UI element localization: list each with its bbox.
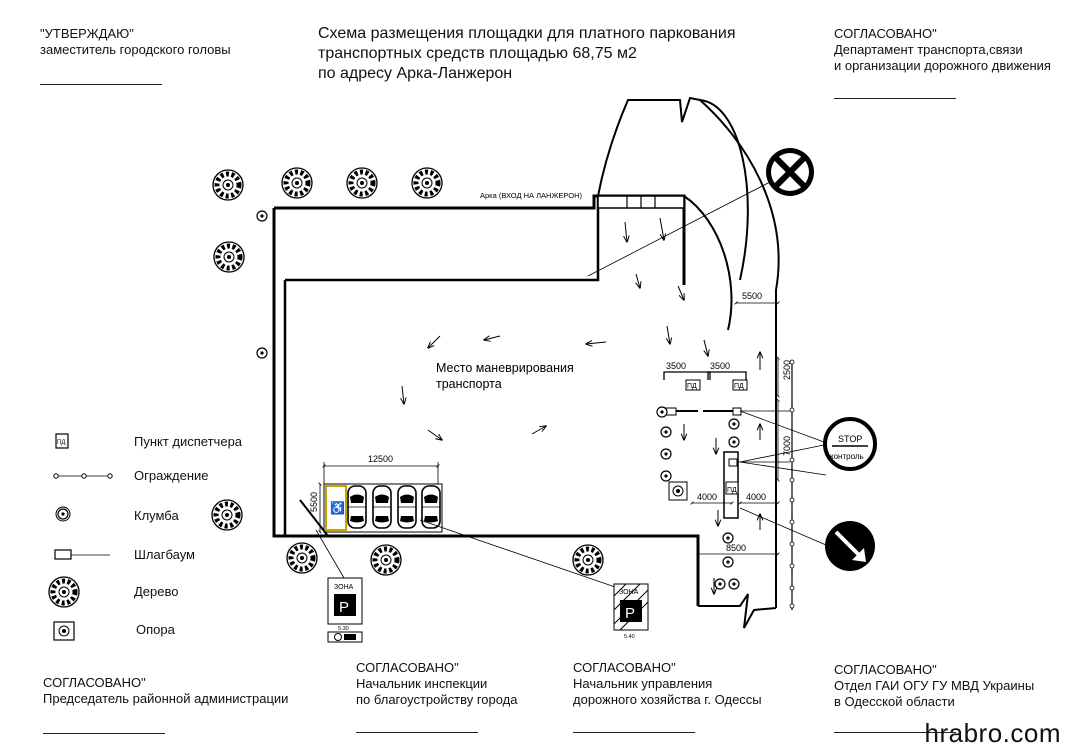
arch-label: Арка (ВХОД НА ЛАНЖЕРОН) [480, 191, 582, 200]
fence-icon [53, 473, 113, 479]
legend-label: Клумба [134, 508, 179, 523]
approval-block-bottom-1: СОГЛАСОВАНО" Председатель районной админ… [43, 675, 288, 734]
legend-item-flowerbed: Клумба [134, 508, 179, 524]
dim-12500: 12500 [368, 454, 393, 464]
dim-3500-a: 3500 [666, 361, 686, 371]
signature-line [43, 719, 165, 734]
dim-3500-b: 3500 [710, 361, 730, 371]
approval-position-2: дорожного хозяйства г. Одессы [573, 692, 762, 707]
site-inner-wall [283, 196, 600, 536]
approval-heading: СОГЛАСОВАНО" [43, 675, 146, 690]
booth-pd-a: ПД [687, 383, 697, 390]
legend-item-pillar: Опора [136, 622, 175, 638]
tree-icon [49, 577, 79, 607]
stop-sign-sub: контроль [830, 452, 864, 461]
approval-block-top-left: "УТВЕРЖДАЮ" заместитель городского голов… [40, 26, 231, 85]
fence-posts [789, 359, 795, 609]
signature-line [834, 718, 956, 733]
approval-block-bottom-4: СОГЛАСОВАНО" Отдел ГАИ ОГУ ГУ МВД Украин… [834, 662, 1034, 733]
dim-8500: 8500 [726, 543, 746, 553]
legend-label: Ограждение [134, 468, 209, 483]
approval-position: Председатель районной администрации [43, 691, 289, 706]
booth-pd-b: ПД [734, 383, 744, 390]
title-line-3: по адресу Арка-Ланжерон [318, 65, 513, 82]
approval-position-2: в Одесской области [834, 694, 955, 709]
legend-item-fence: Ограждение [134, 468, 209, 484]
legend-label: Дерево [134, 584, 179, 599]
legend-label: Опора [136, 622, 175, 637]
zone-sign-1-title: ЗОНА [334, 584, 354, 591]
watermark: hrabro.com [924, 718, 1061, 748]
zone-sign-1-letter: P [339, 599, 349, 616]
legend-label: Пункт диспетчера [134, 434, 243, 449]
road-edge-right [699, 99, 780, 608]
zone-parking-sign-2 [613, 583, 649, 631]
approval-heading: "УТВЕРЖДАЮ" [40, 26, 134, 41]
dim-5500-road: 5500 [742, 291, 762, 301]
no-stopping-sign-icon [766, 148, 814, 196]
approval-heading: СОГЛАСОВАНО" [356, 660, 459, 675]
dispatcher-booth-icon [55, 433, 69, 449]
approval-heading: СОГЛАСОВАНО" [834, 662, 937, 677]
maneuver-label-1: Место маневрирования [436, 361, 574, 375]
zone-sign-2-title: ЗОНА [619, 589, 639, 596]
page-title: Схема размещения площадки для платного п… [318, 24, 736, 84]
legend-item-barrier: Шлагбаум [134, 547, 195, 563]
approval-position: Начальник управления [573, 676, 713, 691]
dim-2500: 2500 [782, 360, 792, 380]
approval-position-2: и организации дорожного движения [834, 58, 1051, 73]
dim-5500-left: 5500 [309, 492, 319, 512]
booth-label: ПД [727, 487, 737, 494]
barrier-icon [54, 549, 110, 560]
title-line-1: Схема размещения площадки для платного п… [318, 25, 736, 42]
approval-position: Департамент транспорта,связи [834, 42, 1023, 57]
stop-control-sign-icon [823, 417, 877, 471]
dim-7000: 7000 [782, 436, 792, 456]
approval-heading: СОГЛАСОВАНО" [573, 660, 676, 675]
zone-sign-1-sub: 5.30 [338, 626, 349, 632]
flowerbed-icon [55, 506, 71, 522]
signature-line [834, 84, 956, 99]
approval-position: Начальник инспекции [356, 676, 488, 691]
approval-heading: СОГЛАСОВАНО" [834, 26, 937, 41]
legend-booth-text: ПД [57, 440, 65, 446]
maneuver-label-2: транспорта [436, 377, 502, 391]
pillar-icon [53, 621, 75, 641]
legend-label: Шлагбаум [134, 547, 195, 562]
legend-item-tree: Дерево [134, 584, 178, 600]
leader-lines [315, 181, 827, 589]
road-bottom-break [698, 593, 777, 629]
approval-position: Отдел ГАИ ОГУ ГУ МВД Украины [834, 678, 1035, 693]
road-curve-inner [683, 195, 733, 331]
approval-position: заместитель городского головы [40, 42, 231, 57]
parking-edge [299, 499, 329, 537]
legend-icons: ПД [49, 433, 113, 641]
traffic-arrows [402, 217, 760, 594]
svg-text:♿: ♿ [330, 501, 345, 515]
dim-4000-b: 4000 [746, 492, 766, 502]
zone-sign-2-letter: P [625, 605, 635, 622]
signature-line [356, 718, 478, 733]
site-outer-wall [272, 194, 700, 606]
zone-sign-2-sub: 5.40 [624, 634, 635, 640]
stop-sign-word: STOP [838, 434, 862, 444]
direction-sign-icon [825, 521, 875, 571]
approval-block-top-right: СОГЛАСОВАНО" Департамент транспорта,связ… [834, 26, 1051, 99]
approval-block-bottom-3: СОГЛАСОВАНО" Начальник управления дорожн… [573, 660, 762, 733]
approval-block-bottom-2: СОГЛАСОВАНО" Начальник инспекции по благ… [356, 660, 518, 733]
legend-item-dispatcher: Пункт диспетчера [134, 434, 242, 450]
signature-line [40, 70, 162, 85]
zone-parking-sign-1 [327, 577, 363, 643]
dim-4000-a: 4000 [697, 492, 717, 502]
signature-line [573, 718, 695, 733]
parking-zone [323, 483, 443, 533]
approval-position-2: по благоустройству города [356, 692, 518, 707]
title-line-2: транспортных средств площадью 68,75 м2 [318, 45, 637, 62]
